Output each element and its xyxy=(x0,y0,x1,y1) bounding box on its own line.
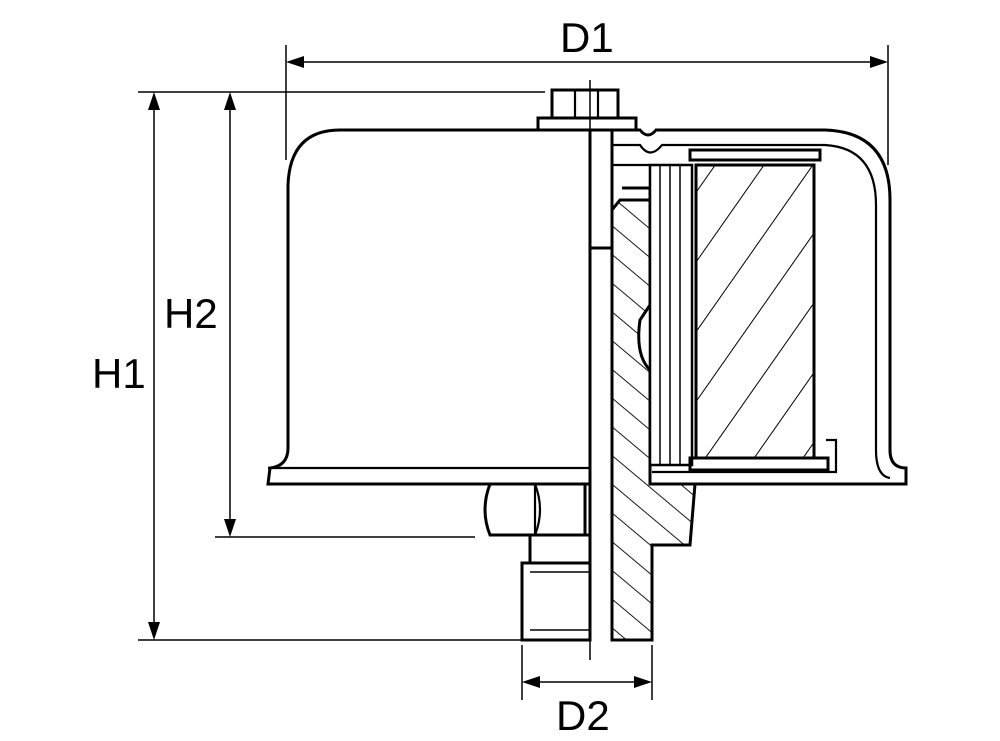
h2-label: H2 xyxy=(164,290,218,337)
filter-cap-section xyxy=(612,128,908,486)
d2-label: D2 xyxy=(556,692,610,739)
h1-label: H1 xyxy=(92,350,146,397)
central-stud xyxy=(588,128,614,640)
dimension-h1: H1 xyxy=(92,91,545,641)
dimension-d1: D1 xyxy=(285,14,889,165)
d1-label: D1 xyxy=(560,14,614,61)
dimension-d2: D2 xyxy=(521,645,653,739)
threaded-connector xyxy=(520,533,592,642)
filter-element xyxy=(648,148,838,474)
dimension-h2: H2 xyxy=(164,92,475,538)
filter-cap-exterior xyxy=(266,128,590,486)
top-bolt xyxy=(536,88,638,132)
hex-nut xyxy=(483,482,587,537)
